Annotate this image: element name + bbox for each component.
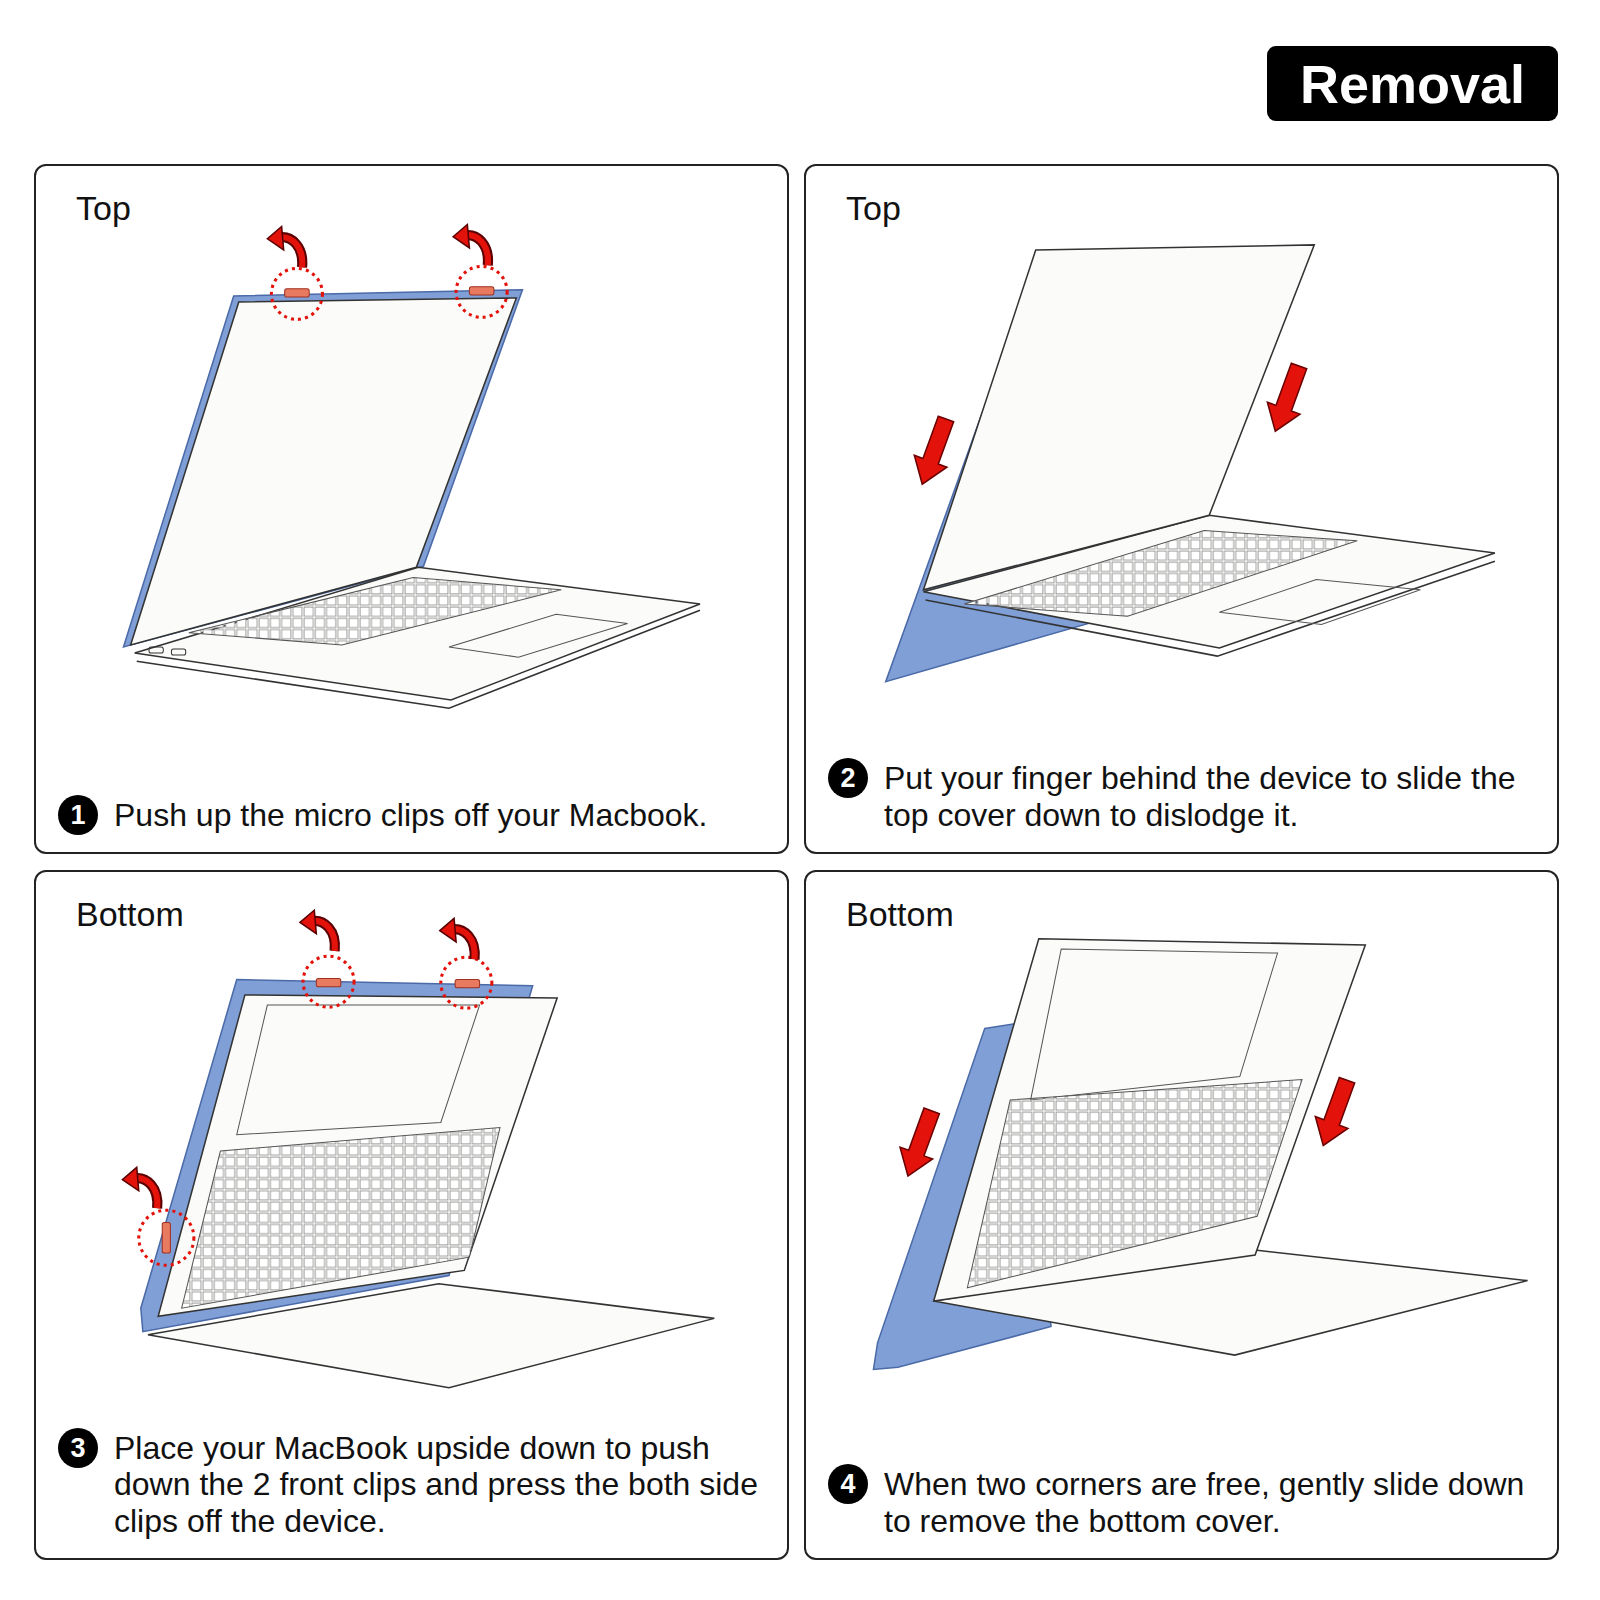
- step-instruction: When two corners are free, gently slide …: [884, 1466, 1535, 1540]
- clip-highlight: [139, 1210, 194, 1265]
- slide-arrow: [1259, 360, 1315, 437]
- laptop-figure-3: [122, 910, 714, 1388]
- micro-clip: [469, 287, 493, 295]
- step-badge: 2: [828, 758, 868, 798]
- laptop-figure-1: [123, 224, 700, 708]
- side-clip: [162, 1222, 170, 1253]
- clip-highlight: [456, 266, 507, 317]
- slide-arrow: [906, 413, 962, 490]
- micro-clip: [455, 980, 479, 988]
- step-badge: 4: [828, 1464, 868, 1504]
- trackpad: [1031, 949, 1278, 1100]
- step-number: 1: [70, 802, 85, 829]
- step-instruction: Place your MacBook upside down to push d…: [114, 1430, 765, 1540]
- laptop-figure-2: [886, 245, 1495, 682]
- step-badge: 1: [58, 795, 98, 835]
- laptop-figure-4: [873, 939, 1527, 1370]
- laptop-base: [135, 567, 700, 700]
- slide-arrow: [1307, 1074, 1363, 1151]
- port: [149, 647, 163, 653]
- step-panel: TopPut your finger behind the device to …: [804, 164, 1559, 854]
- keyboard: [189, 578, 561, 645]
- micro-clip: [285, 289, 309, 297]
- title-box: Removal: [1267, 46, 1558, 121]
- curl-arrow: [440, 918, 475, 959]
- curl-arrow: [122, 1167, 157, 1208]
- step-number: 2: [840, 765, 855, 792]
- slide-arrow: [892, 1105, 948, 1182]
- laptop-base: [158, 995, 557, 1316]
- step-number: 4: [840, 1471, 855, 1498]
- curl-arrow: [300, 910, 335, 951]
- port: [171, 649, 185, 655]
- step-instruction: Push up the micro clips off your Macbook…: [114, 797, 765, 834]
- keyboard: [964, 531, 1357, 617]
- side-heading: Bottom: [846, 896, 954, 933]
- step-panel: BottomPlace your MacBook upside down to …: [34, 870, 789, 1560]
- clip-highlight: [441, 957, 492, 1008]
- trackpad: [237, 1005, 480, 1135]
- step-badge: 3: [58, 1428, 98, 1468]
- step-instruction: Put your finger behind the device to sli…: [884, 760, 1535, 834]
- trackpad: [449, 614, 628, 657]
- side-heading: Bottom: [76, 896, 184, 933]
- clip-highlight: [271, 268, 322, 319]
- side-heading: Top: [846, 190, 901, 227]
- keyboard: [967, 1080, 1302, 1288]
- micro-clip: [316, 979, 340, 987]
- step-panel: BottomWhen two corners are free, gently …: [804, 870, 1559, 1560]
- side-heading: Top: [76, 190, 131, 227]
- trackpad: [1219, 580, 1420, 625]
- curl-arrow: [267, 227, 302, 268]
- clip-highlight: [303, 956, 354, 1007]
- keyboard: [182, 1128, 500, 1309]
- laptop-base: [934, 939, 1366, 1301]
- step-number: 3: [70, 1435, 85, 1462]
- page-title: Removal: [1300, 57, 1525, 111]
- curl-arrow: [453, 224, 488, 265]
- step-panel: TopPush up the micro clips off your Macb…: [34, 164, 789, 854]
